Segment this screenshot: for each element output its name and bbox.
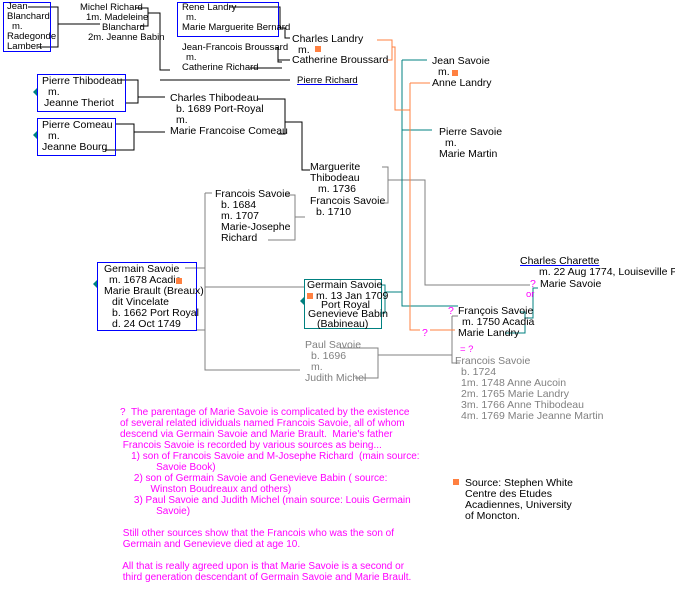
person-name: Germain Savoie bbox=[307, 279, 383, 291]
marriage-label: m. bbox=[445, 137, 457, 149]
person-detail: b. 1684 bbox=[221, 199, 257, 211]
marriage-label: m. bbox=[438, 66, 450, 78]
source-text: Centre des Etudes bbox=[465, 488, 552, 500]
ancestor-box-germain-savoie bbox=[97, 262, 197, 331]
person-name: Charles Thibodeau bbox=[170, 92, 259, 104]
expand-arrow-icon[interactable] bbox=[33, 131, 37, 139]
person-detail: 1m. Madeleine bbox=[86, 12, 149, 23]
person-detail: Blanchard bbox=[102, 22, 145, 33]
ancestor-box bbox=[177, 2, 279, 37]
person-link-charles-charette[interactable]: Charles Charette bbox=[520, 255, 600, 267]
person-detail: dit Vincelate bbox=[112, 296, 170, 308]
question-mark: ? bbox=[530, 278, 536, 290]
marriage-label: m. 1750 Acadia bbox=[462, 316, 535, 328]
person-name: Pierre Savoie bbox=[439, 126, 503, 138]
person-detail: 4m. 1769 Marie Jeanne Martin bbox=[461, 410, 604, 422]
ancestor-box bbox=[37, 118, 116, 156]
person-name: Judith Michel bbox=[305, 372, 367, 384]
marriage-label: m. 13 Jan 1709 bbox=[316, 290, 389, 302]
marriage-label: m. bbox=[311, 361, 323, 373]
person-name: Lambert bbox=[7, 41, 42, 52]
person-name: Marie Francoise Comeau bbox=[170, 125, 288, 137]
person-name: Catherine Broussard bbox=[292, 54, 389, 66]
source-marker-icon bbox=[307, 293, 313, 299]
source-marker-icon bbox=[452, 70, 458, 76]
person-name: Marie Landry bbox=[458, 327, 520, 339]
person-name: Thibodeau bbox=[310, 172, 360, 184]
person-name: Jean Savoie bbox=[432, 55, 490, 67]
person-name: Radegonde bbox=[7, 31, 57, 42]
marriage-label: m. bbox=[186, 12, 197, 23]
person-name: Rene Landry bbox=[182, 2, 237, 13]
person-name: Marie Brault (Breaux) bbox=[104, 285, 204, 297]
person-name: Charles Landry bbox=[292, 33, 364, 45]
person-name: François Savoie bbox=[458, 305, 534, 317]
ancestor-box bbox=[37, 74, 126, 112]
person-name: (Babineau) bbox=[317, 318, 369, 330]
person-name: Genevieve Babin bbox=[308, 308, 388, 320]
marriage-label: m. bbox=[48, 86, 60, 98]
person-detail: b. 1724 bbox=[461, 366, 497, 378]
question-mark: ? bbox=[422, 327, 428, 339]
equals-question-label: = ? bbox=[460, 344, 474, 355]
person-detail: 2m. Jeanne Babin bbox=[88, 32, 165, 43]
person-name: Jeanne Bourg bbox=[42, 141, 108, 153]
expand-arrow-icon[interactable] bbox=[93, 280, 97, 288]
person-name: Jean-Francois Broussard bbox=[182, 42, 289, 53]
marriage-label: m. 1736 bbox=[318, 183, 356, 195]
person-name: Marie Marguerite Bernard bbox=[182, 22, 291, 33]
marriage-label: m. 1707 bbox=[221, 210, 259, 222]
person-link-pierre-richard[interactable]: Pierre Richard bbox=[297, 75, 358, 86]
person-name: Michel Richard bbox=[80, 2, 143, 13]
source-text: of Moncton. bbox=[465, 510, 520, 522]
source-marker-icon bbox=[176, 278, 182, 284]
person-detail: b. 1689 Port-Royal bbox=[176, 103, 264, 115]
ancestor-box-germain-babin bbox=[304, 279, 382, 329]
person-name: Marie Martin bbox=[439, 148, 498, 160]
person-name: Marie Savoie bbox=[540, 278, 602, 290]
parentage-note: ? The parentage of Marie Savoie is compl… bbox=[120, 407, 420, 583]
expand-arrow-icon[interactable] bbox=[33, 88, 37, 96]
person-name: Germain Savoie bbox=[104, 263, 180, 275]
person-name: Catherine Richard bbox=[182, 62, 259, 73]
marriage-label: m. bbox=[186, 52, 197, 63]
marriage-label: m. 1678 Acadia bbox=[109, 274, 182, 286]
marriage-label: m. bbox=[298, 44, 310, 56]
person-name: Anne Landry bbox=[432, 77, 492, 89]
marriage-label: m. bbox=[12, 21, 23, 32]
person-name: Paul Savoie bbox=[305, 339, 362, 351]
person-name: Pierre Thibodeau bbox=[42, 75, 123, 87]
person-detail: Port Royal bbox=[321, 299, 371, 311]
person-detail: 2m. 1765 Marie Landry bbox=[461, 388, 569, 400]
person-name: Marie-Josephe bbox=[221, 221, 291, 233]
source-marker-icon bbox=[315, 46, 321, 52]
person-detail: b. 1710 bbox=[316, 206, 352, 218]
source-text: Acadiennes, University bbox=[465, 499, 572, 511]
person-detail: d. 24 Oct 1749 bbox=[112, 318, 181, 330]
ancestor-box bbox=[3, 2, 51, 52]
person-name: Jeanne Theriot bbox=[44, 97, 114, 109]
person-name: Francois Savoie bbox=[215, 188, 291, 200]
expand-arrow-icon[interactable] bbox=[300, 297, 304, 305]
person-name: Blanchard bbox=[7, 11, 50, 22]
source-text: Source: Stephen White bbox=[465, 477, 573, 489]
source-marker-icon bbox=[453, 479, 459, 485]
or-label: or bbox=[526, 289, 535, 300]
person-name: Pierre Comeau bbox=[42, 119, 113, 131]
person-name: Francois Savoie bbox=[310, 195, 386, 207]
person-name: Marguerite bbox=[310, 161, 361, 173]
person-detail: b. 1662 Port Royal bbox=[112, 307, 199, 319]
marriage-label: m. bbox=[176, 114, 188, 126]
person-name: Francois Savoie bbox=[455, 355, 531, 367]
marriage-label: m. 22 Aug 1774, Louiseville PQ bbox=[539, 266, 675, 278]
person-detail: 3m. 1766 Anne Thibodeau bbox=[461, 399, 584, 411]
question-mark: ? bbox=[448, 305, 454, 317]
person-detail: b. 1696 bbox=[311, 350, 347, 362]
person-name: Richard bbox=[221, 232, 258, 244]
marriage-label: m. bbox=[48, 130, 60, 142]
person-detail: 1m. 1748 Anne Aucoin bbox=[461, 377, 567, 389]
person-name: Jean bbox=[7, 1, 28, 12]
